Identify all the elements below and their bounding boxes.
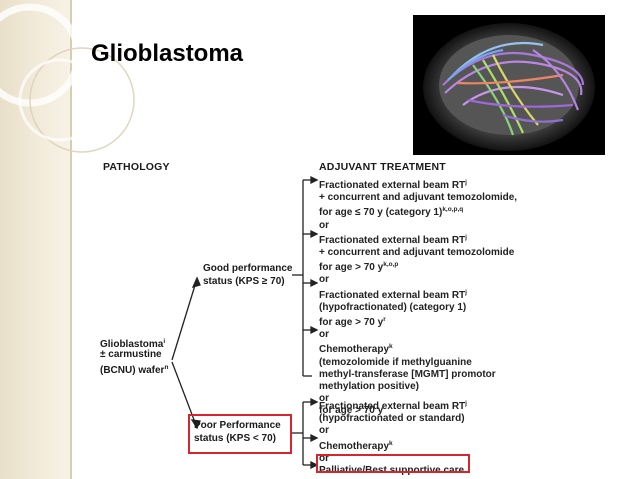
slide-title: Glioblastoma [91, 40, 244, 67]
good-treatment-footnote-ref: k,o,p [383, 261, 399, 269]
good-treatment-line: for age > 70 yk,o,p [319, 259, 517, 274]
poor-treatment-line: Chemotherapyk [319, 438, 467, 453]
poor-treatment-line-text: or [319, 425, 329, 437]
good-treatment-line: or [319, 329, 517, 341]
good-treatment-line: or [319, 220, 517, 232]
good-treatment-footnote-ref: j [465, 288, 467, 296]
good-treatment-line-text: or [319, 393, 329, 405]
good-performance-treatments: Fractionated external beam RTj+ concurre… [319, 177, 517, 418]
decorative-divider [70, 0, 72, 479]
palliative-care-highlight-box [316, 454, 470, 473]
poor-treatment-footnote-ref: k [389, 439, 393, 447]
pathology-glioblastoma: Glioblastomai [100, 338, 166, 350]
good-treatment-line-text: or [319, 274, 329, 286]
good-treatment-line-text: methylation positive) [319, 381, 420, 393]
decorative-side-strip [0, 0, 70, 479]
good-treatment-line-text: for age > 70 y [319, 317, 384, 329]
good-treatment-line: for age > 70 yr [319, 314, 517, 329]
decorative-circles [0, 3, 135, 153]
good-treatment-line: or [319, 274, 517, 286]
good-treatment-line-text: + concurrent and adjuvant temozolomide [319, 247, 515, 259]
poor-treatment-line: or [319, 453, 467, 465]
good-treatment-line-text: for age > 70 y [319, 405, 384, 417]
poor-performance-highlight-box [188, 414, 292, 454]
good-treatment-line-text: Fractionated external beam RT [319, 234, 466, 246]
good-treatment-footnote-ref: j [465, 179, 467, 186]
branch-line-good [171, 281, 197, 361]
good-treatment-line: (temozolomide if methylguanine [319, 357, 517, 369]
good-treatment-footnote-ref: k [389, 343, 393, 351]
poor-treatment-line: (hypofractionated or standard) [319, 413, 467, 425]
good-treatment-line: + concurrent and adjuvant temozolomide [319, 247, 517, 259]
good-treatment-line-text: Fractionated external beam RT [319, 289, 466, 301]
good-treatment-line: or [319, 393, 517, 405]
good-treatment-line: Fractionated external beam RTj [319, 287, 517, 302]
good-treatment-line: Fractionated external beam RTj [319, 232, 517, 247]
good-treatment-line-text: methyl-transferase [MGMT] promotor [319, 368, 496, 380]
adjuvant-treatment-header: ADJUVANT TREATMENT [319, 161, 446, 173]
arrow-head-poor [190, 419, 201, 430]
pathology-carmustine: ± carmustine [100, 349, 162, 360]
good-treatment-footnote-ref: k,o,p,q [442, 206, 464, 214]
poor-treatment-line-text: or [319, 452, 329, 464]
branch-good-kps: status (KPS ≥ 70) [203, 276, 285, 287]
branch-poor-kps: status (KPS < 70) [194, 433, 276, 444]
good-treatment-line: Chemotherapyk [319, 341, 517, 356]
poor-treatment-line-text: (hypofractionated or standard) [319, 413, 465, 425]
good-treatment-line-text: (temozolomide if methylguanine [319, 356, 472, 368]
pathology-header: PATHOLOGY [103, 161, 170, 173]
good-treatment-line: Fractionated external beam RTj [319, 177, 517, 192]
poor-treatment-line: Palliative/Best supportive care [319, 465, 467, 477]
branch-poor-performance: Poor Performance [194, 420, 281, 431]
poor-treatment-footnote-ref: j [465, 400, 467, 407]
good-treatment-line-text: + concurrent and adjuvant temozolomide, [319, 192, 518, 204]
poor-treatment-line: Fractionated external beam RTj [319, 398, 467, 413]
good-treatment-line-text: or [319, 329, 329, 341]
good-treatment-line-text: or [319, 219, 329, 231]
good-treatment-line-text: for age ≤ 70 y (category 1) [319, 207, 443, 219]
brain-tractography-image [413, 15, 605, 155]
good-treatment-line: (hypofractionated) (category 1) [319, 302, 517, 314]
poor-treatment-line-text: Palliative/Best supportive care [319, 465, 465, 477]
good-treatment-line-text: Fractionated external beam RT [319, 180, 466, 191]
good-treatment-line: for age > 70 y [319, 405, 517, 417]
branch-good-performance: Good performance [203, 263, 293, 274]
poor-treatment-line-text: Fractionated external beam RT [319, 401, 466, 412]
good-treatment-line-text: (hypofractionated) (category 1) [319, 301, 467, 313]
good-treatment-line: methyl-transferase [MGMT] promotor [319, 369, 517, 381]
good-treatment-line-text: Chemotherapy [319, 344, 390, 356]
poor-treatment-line: or [319, 425, 467, 437]
poor-performance-treatments: Fractionated external beam RTj(hypofract… [319, 398, 467, 477]
good-treatment-line-text: for age > 70 y [319, 262, 384, 274]
pathology-bcnu-wafer: (BCNU) wafern [100, 364, 169, 376]
good-treatment-line: for age ≤ 70 y (category 1)k,o,p,q [319, 204, 517, 219]
good-treatment-footnote-ref: j [465, 233, 467, 241]
poor-treatment-line-text: Chemotherapy [319, 440, 390, 452]
good-treatment-footnote-ref: r [383, 316, 386, 324]
good-treatment-line: methylation positive) [319, 381, 517, 393]
arrow-head-good [191, 276, 201, 289]
good-treatment-line: + concurrent and adjuvant temozolomide, [319, 192, 517, 204]
